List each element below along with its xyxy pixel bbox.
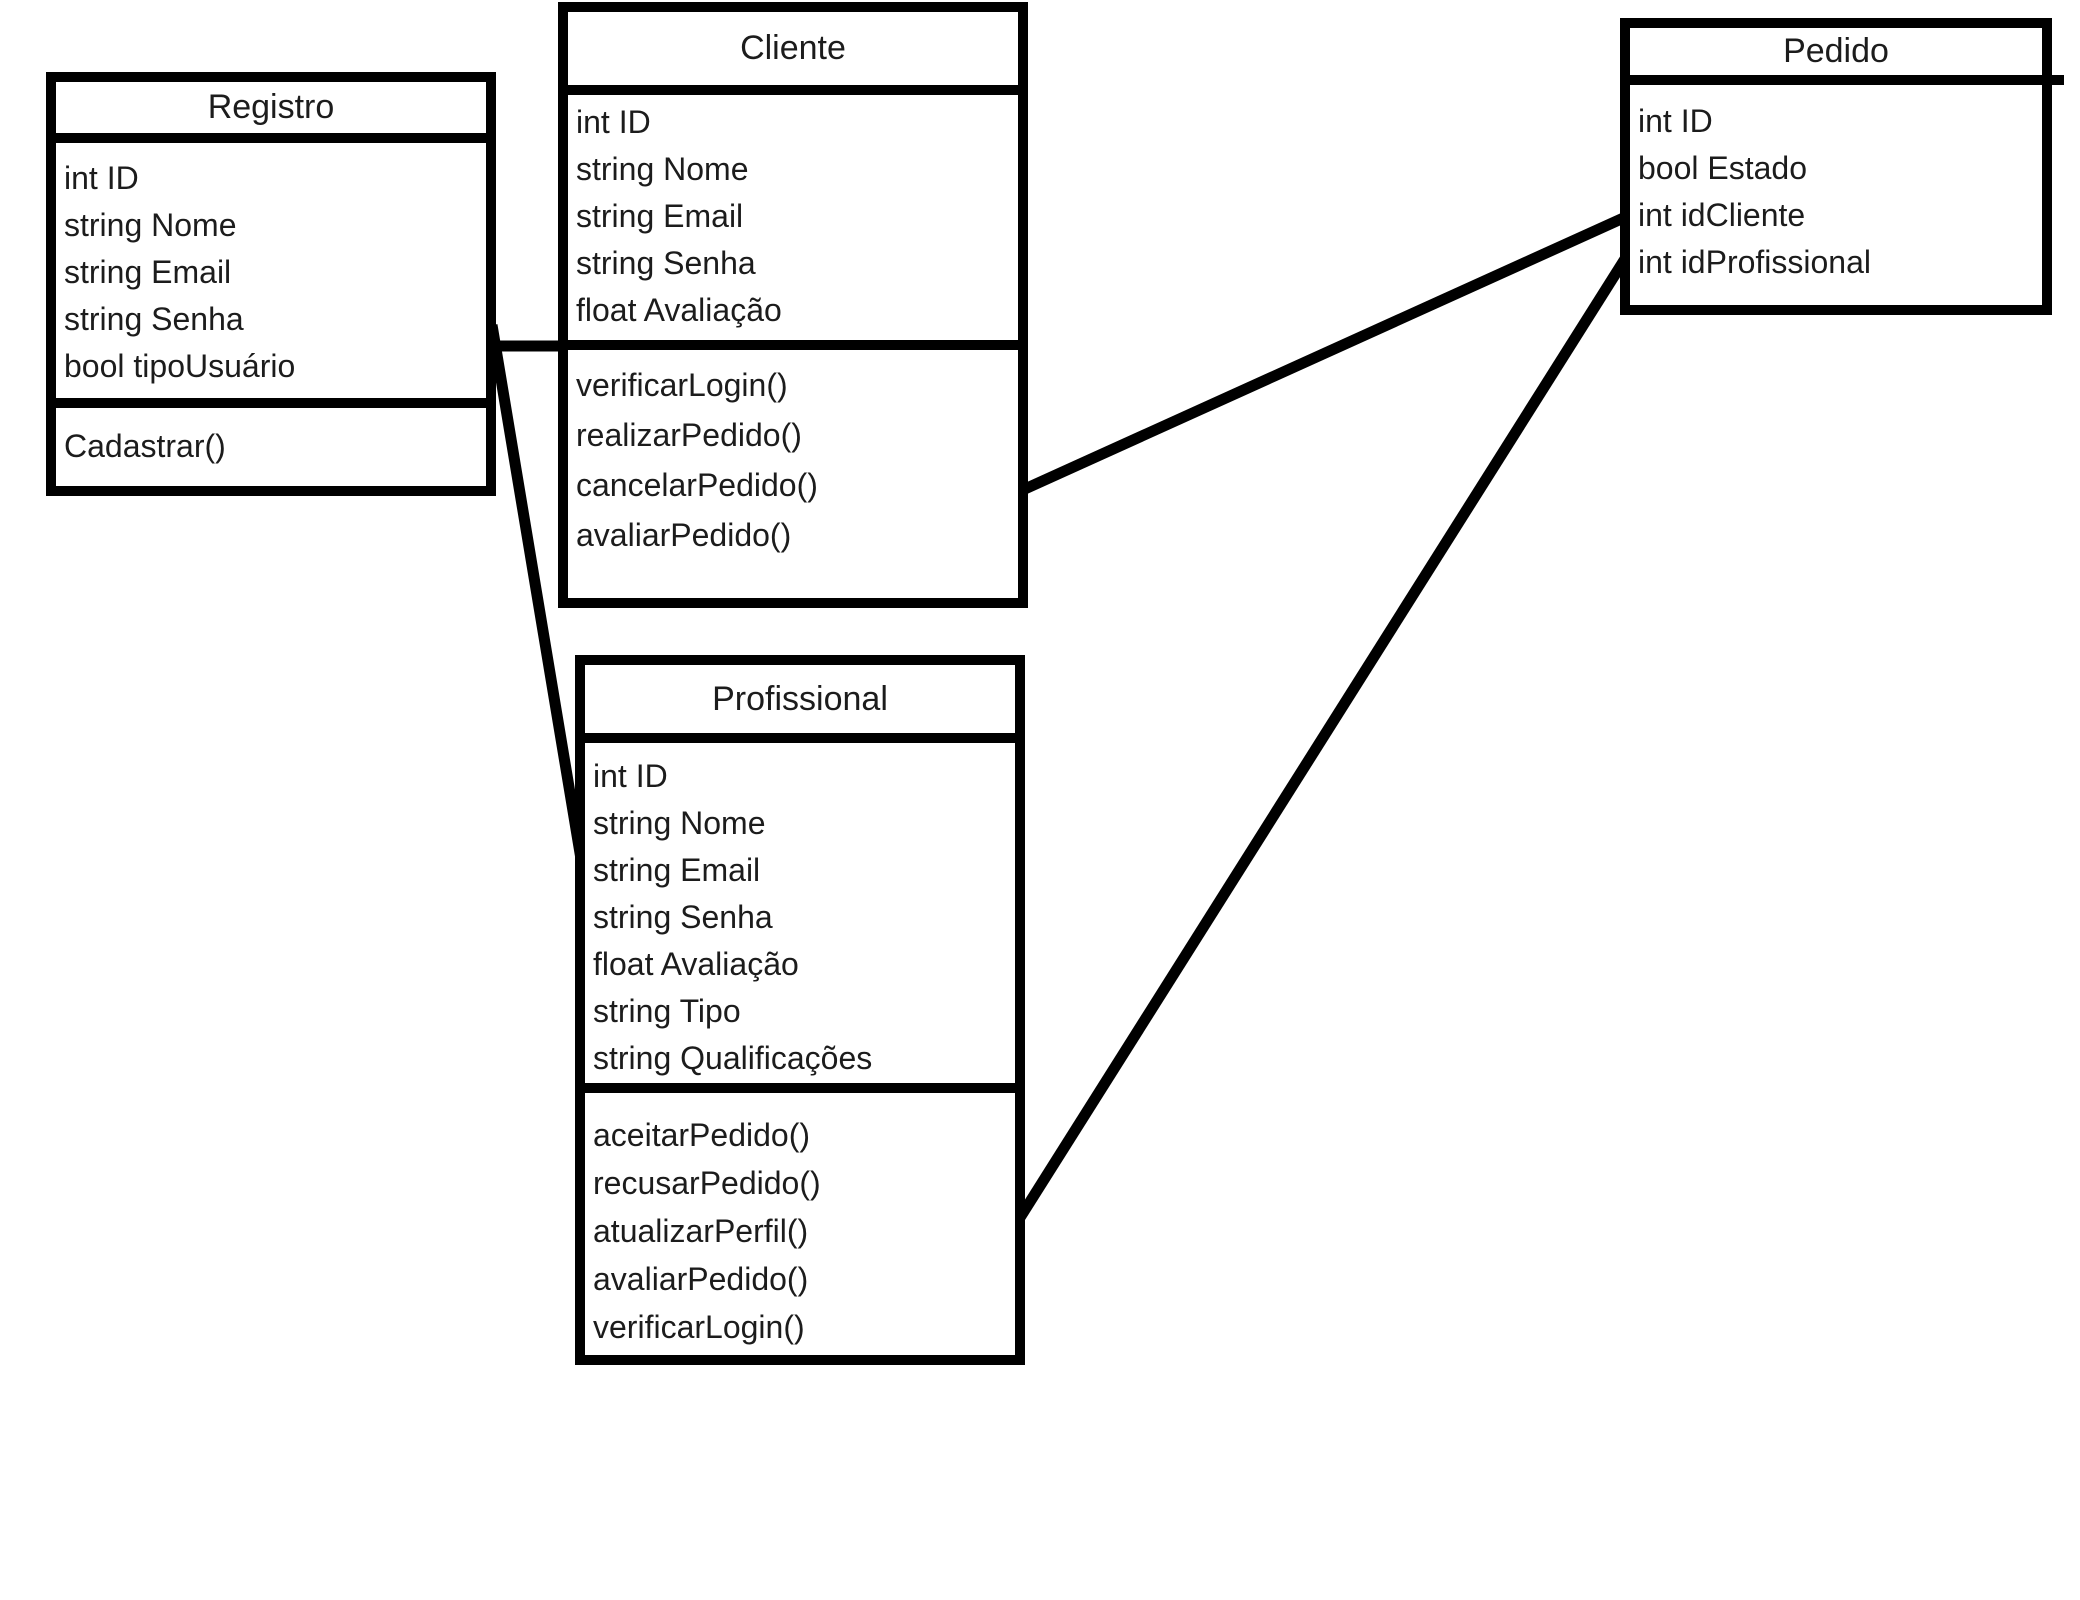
class-methods-profissional: aceitarPedido() recusarPedido() atualizarP… (585, 1093, 1015, 1355)
attribute-row: string Nome (576, 151, 749, 187)
class-attributes-pedido: int ID bool Estado int idCliente int idProf… (1630, 85, 2042, 305)
attribute-row: int ID (1638, 103, 1713, 139)
association-cliente-pedido (1013, 209, 1633, 499)
class-methods-cliente: verificarLogin() realizarPedido() cancelar… (568, 350, 1018, 598)
method-row: Cadastrar() (64, 428, 226, 464)
attribute-row: bool Estado (1638, 150, 1808, 186)
method-row: avaliarPedido() (576, 517, 792, 553)
attribute-row: int ID (593, 758, 668, 794)
class-box-profissional: Profissional int ID string Nome string Ema… (575, 655, 1025, 1365)
class-box-cliente: Cliente int ID string Nome string Email str… (558, 2, 1028, 608)
attribute-row: int ID (576, 104, 651, 140)
attribute-row: float Avaliação (593, 946, 799, 982)
attribute-row: string Qualificações (593, 1040, 873, 1076)
class-attributes-cliente: int ID string Nome string Email string Senh… (568, 95, 1018, 350)
attribute-row: string Senha (64, 301, 244, 337)
attribute-row: string Email (593, 852, 761, 888)
attribute-row: string Senha (576, 245, 756, 281)
attribute-row: string Nome (64, 207, 237, 243)
method-row: aceitarPedido() (593, 1117, 810, 1153)
association-profissional-pedido (1011, 248, 1635, 1227)
method-row: verificarLogin() (593, 1309, 805, 1345)
attribute-row: bool tipoUsuário (64, 348, 296, 384)
method-row: atualizarPerfil() (593, 1213, 809, 1249)
class-title-registro: Registro (56, 82, 486, 143)
attribute-row: string Tipo (593, 993, 741, 1029)
method-row: avaliarPedido() (593, 1261, 809, 1297)
class-title-profissional: Profissional (585, 665, 1015, 743)
class-methods-registro: Cadastrar() (56, 408, 486, 486)
class-title-cliente: Cliente (568, 12, 1018, 95)
attribute-row: int idCliente (1638, 197, 1806, 233)
method-row: cancelarPedido() (576, 467, 818, 503)
attribute-row: string Email (64, 254, 232, 290)
attribute-row: int ID (64, 160, 139, 196)
attribute-row: string Nome (593, 805, 766, 841)
pedido-separator-overhang (2046, 75, 2064, 85)
class-title-pedido: Pedido (1630, 28, 2042, 85)
attribute-row: float Avaliação (576, 292, 782, 328)
attribute-row: int idProfissional (1638, 244, 1871, 280)
class-attributes-profissional: int ID string Nome string Email string Senh… (585, 743, 1015, 1093)
method-row: recusarPedido() (593, 1165, 821, 1201)
class-attributes-registro: int ID string Nome string Email string Senh… (56, 143, 486, 408)
method-row: verificarLogin() (576, 367, 788, 403)
method-row: realizarPedido() (576, 417, 802, 453)
attribute-row: string Email (576, 198, 744, 234)
class-box-registro: Registro int ID string Nome string Email st… (46, 72, 496, 496)
attribute-row: string Senha (593, 899, 773, 935)
